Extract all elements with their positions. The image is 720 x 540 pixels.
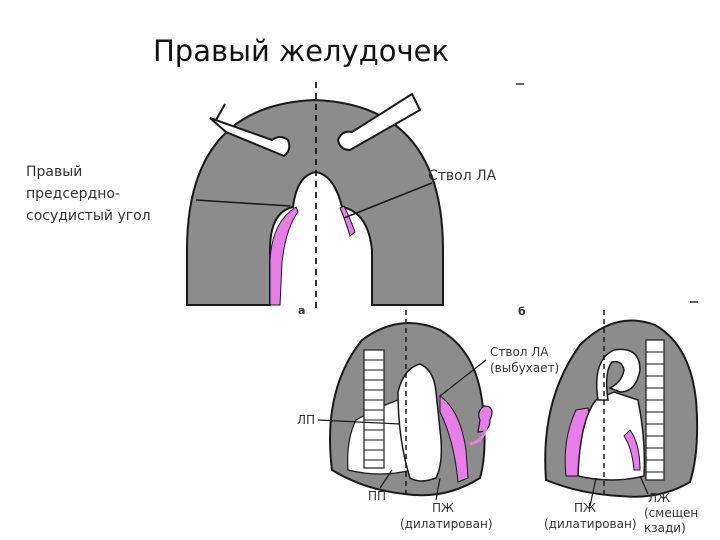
figure-c-spine	[645, 339, 665, 481]
slide-title: Правый желудочек	[153, 34, 449, 68]
figure-b-trunk-label-2: (выбухает)	[490, 361, 559, 375]
figure-a-heart-arch	[186, 98, 444, 306]
figure-a-trunk-label: Ствол ЛА	[428, 168, 497, 184]
figure-a-right-atrioventricular-strip	[269, 206, 299, 306]
figure-a-angle-label-2: предсердно-	[26, 186, 120, 202]
figure-a-angle-pointer	[195, 199, 291, 207]
figure-c-lv-label-1: ЛЖ	[648, 491, 670, 505]
figure-a-left-vessel	[209, 117, 291, 158]
figure-b-rv-label-2: (дилатирован)	[400, 517, 493, 531]
figure-b-pp-label: ПП	[368, 489, 386, 503]
figure-c-aortic-arch	[596, 348, 641, 401]
figure-c-dilated-rv	[577, 391, 646, 481]
figure-b-rv-label-1: ПЖ	[432, 501, 454, 515]
figure-a: Правый предсердно- сосудистый угол Ствол…	[26, 82, 524, 317]
figure-c-lv-label-3: кзади)	[644, 521, 686, 535]
figure-c-rv-label-1: ПЖ	[574, 501, 596, 515]
figure-b: б Ствол ЛА (выбухает) ЛП ПП ПЖ (дилатиро…	[297, 305, 559, 531]
figure-b-trunk-label-1: Ствол ЛА	[490, 345, 549, 359]
figure-b-lp-label: ЛП	[297, 413, 315, 427]
figure-b-right-atrium	[397, 363, 443, 482]
figure-c: ПЖ (дилатирован) ЛЖ (смещен кзади)	[544, 301, 698, 535]
figure-a-angle-label-3: сосудистый угол	[26, 208, 151, 224]
figure-b-rv-strip	[439, 395, 469, 483]
figure-a-right-vessel	[336, 92, 422, 152]
figure-b-trunk-bulge	[477, 405, 493, 433]
figure-c-lv-label-2: (смещен	[644, 506, 698, 520]
figure-a-panel-label: а	[298, 304, 305, 317]
figure-a-angle-label-1: Правый	[26, 164, 82, 180]
figure-c-rv-label-2: (дилатирован)	[544, 517, 637, 531]
figure-a-trunk-pointer	[343, 182, 433, 219]
figure-b-panel-label: б	[518, 305, 526, 318]
